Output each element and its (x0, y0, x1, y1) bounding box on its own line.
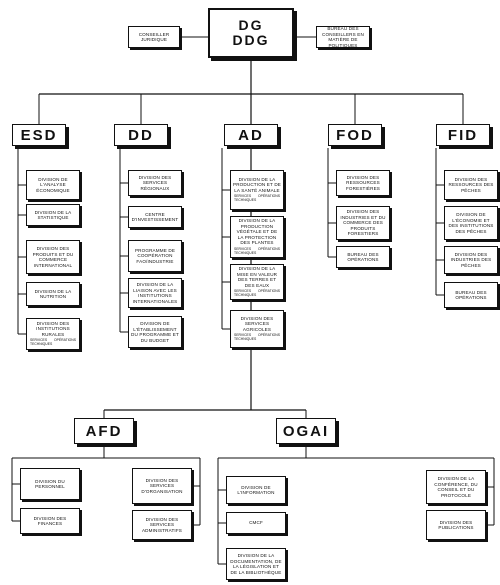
division-box-ad-sub-unit: Opérations (258, 194, 280, 199)
dept-box-ogai-label: OGAI (282, 422, 330, 440)
division-box-fid: Division des ressources des pêches (444, 170, 498, 200)
dept-box-ad-label: AD (238, 126, 264, 144)
division-box-esd-label: Division de la nutrition (34, 288, 72, 300)
division-box-ogai: Division de la conférence, du conseil et… (426, 470, 486, 504)
dept-box-ogai: OGAI (276, 418, 336, 444)
division-box-dd-label: Centre d'investissement (131, 211, 179, 223)
division-box-fod: Division des ressources forestières (336, 170, 390, 196)
division-box-esd-sub-units: Services techniquesOpérations (27, 338, 79, 347)
division-box-esd: Division de la statistique (26, 204, 80, 226)
dept-box-fod: FOD (328, 124, 382, 146)
dg-ddg-box-label: DG (238, 17, 264, 34)
division-box-ad-sub-units: Services techniquesOpérations (231, 333, 283, 342)
policy-advisors-box-label: Bureau des conseillers en matière de pol… (322, 26, 364, 48)
dept-box-fod-label: FOD (336, 126, 374, 144)
division-box-afd: Division des services administratifs (132, 510, 192, 540)
dept-box-esd-label: ESD (20, 126, 58, 144)
division-box-fid-label: Division de l'économie et des institutio… (448, 212, 494, 234)
division-box-dd-label: Division de la liaison avec les institut… (132, 282, 178, 304)
division-box-ad-sub-units: Services techniquesOpérations (231, 194, 283, 203)
division-box-fid-label: Bureau des opérations (455, 289, 487, 301)
division-box-ad-sub-units: Services techniquesOpérations (231, 289, 283, 298)
division-box-dd-label: Division des services régionaux (138, 174, 172, 191)
division-box-fid: Division de l'économie et des institutio… (444, 206, 498, 240)
division-box-dd: Division de la liaison avec les institut… (128, 278, 182, 308)
division-box-fod-label: Division des industries et du commerce d… (340, 209, 386, 237)
division-box-esd: Division de la nutrition (26, 282, 80, 306)
division-box-dd-label: Programme de coopération FAO/Industrie (134, 247, 176, 264)
division-box-esd: Division des produits et du commerce int… (26, 240, 80, 274)
division-box-fod-label: Bureau des opérations (347, 251, 379, 263)
division-box-afd: Division des services d'organisation (132, 468, 192, 504)
dept-box-fid-label: FID (447, 126, 479, 144)
division-box-ad: Division de la mise en valeur des terres… (230, 264, 284, 300)
division-box-fid-label: Division des ressources des pêches (448, 176, 494, 193)
division-box-ad: Division de la production végétale et de… (230, 216, 284, 258)
division-box-ad: Division des services agricolesServices … (230, 310, 284, 348)
division-box-dd-label: Division de l'établissement du programme… (131, 321, 179, 343)
division-box-afd-label: Division du personnel (35, 478, 65, 490)
division-box-ad-sub-unit: Opérations (258, 246, 280, 251)
division-box-ad: Division de la production et de la santé… (230, 170, 284, 210)
division-box-ogai: Division des publications (426, 510, 486, 540)
division-box-ogai-label: Division de la conférence, du conseil et… (434, 476, 478, 498)
division-box-esd-label: Division de l'analyse économique (36, 176, 70, 193)
division-box-fid-label: Division des industries des pêches (450, 251, 492, 268)
division-box-afd-label: Division des finances (33, 515, 67, 527)
division-box-ad-sub-unit: Services techniques (234, 289, 257, 297)
dept-box-afd: AFD (74, 418, 134, 444)
dept-box-afd-label: AFD (85, 422, 123, 440)
division-box-afd-label: Division des services administratifs (141, 516, 183, 533)
division-box-ad-sub-unit: Services techniques (234, 194, 257, 203)
division-box-esd: Division de l'analyse économique (26, 170, 80, 200)
division-box-fod-label: Division des ressources forestières (345, 174, 381, 191)
ddg-label: DDG (232, 32, 270, 48)
division-box-ad-sub-unit: Services techniques (234, 246, 257, 255)
division-box-afd-label: Division des services d'organisation (141, 477, 183, 494)
division-box-fod: Bureau des opérations (336, 246, 390, 268)
division-box-dd: Division de l'établissement du programme… (128, 316, 182, 348)
division-box-esd-sub-unit: Opérations (54, 338, 76, 343)
division-box-ogai: Division de la documentation, de la légi… (226, 548, 286, 580)
division-box-ad-sub-units: Services techniquesOpérations (231, 246, 283, 256)
division-box-fid: Division des industries des pêches (444, 246, 498, 274)
division-box-ogai-label: Division de l'information (237, 484, 275, 496)
division-box-esd: Division des institutions ruralesService… (26, 318, 80, 350)
division-box-dd: Programme de coopération FAO/Industrie (128, 240, 182, 272)
policy-advisors-box: Bureau des conseillers en matière de pol… (316, 26, 370, 48)
division-box-esd-label: Division de la statistique (34, 209, 72, 221)
division-box-fid: Bureau des opérations (444, 282, 498, 308)
dept-box-fid: FID (436, 124, 490, 146)
division-box-dd: Centre d'investissement (128, 206, 182, 228)
division-box-ad-sub-unit: Services techniques (234, 333, 257, 342)
dept-box-ad: AD (224, 124, 278, 146)
division-box-ad-label: Division des services agricoles (240, 315, 274, 332)
division-box-ad-label: Division de la mise en valeur des terres… (236, 266, 278, 288)
division-box-fod: Division des industries et du commerce d… (336, 206, 390, 240)
division-box-ad-sub-unit: Opérations (258, 333, 280, 338)
division-box-dd: Division des services régionaux (128, 170, 182, 196)
legal-counsel-box: Conseiller juridique (128, 26, 180, 48)
dept-box-dd-label: DD (128, 126, 154, 144)
division-box-ogai-label: Division des publications (438, 519, 474, 531)
division-box-ogai-label: Division de la documentation, de la légi… (230, 553, 282, 575)
dept-box-dd: DD (114, 124, 168, 146)
division-box-ogai: CMCF (226, 512, 286, 534)
legal-counsel-box-label: Conseiller juridique (138, 31, 170, 43)
division-box-afd: Division du personnel (20, 468, 80, 500)
dept-box-esd: ESD (12, 124, 66, 146)
division-box-ad-label: Division de la production végétale et de… (236, 218, 278, 246)
division-box-ad-sub-unit: Opérations (258, 289, 280, 294)
division-box-ogai: Division de l'information (226, 476, 286, 504)
division-box-esd-sub-unit: Services techniques (30, 338, 53, 347)
division-box-afd: Division des finances (20, 508, 80, 534)
division-box-esd-label: Division des produits et du commerce int… (32, 246, 74, 268)
division-box-ad-label: Division de la production et de la santé… (233, 176, 282, 193)
division-box-esd-label: Division des institutions rurales (36, 320, 70, 337)
division-box-ogai-label: CMCF (249, 520, 263, 526)
